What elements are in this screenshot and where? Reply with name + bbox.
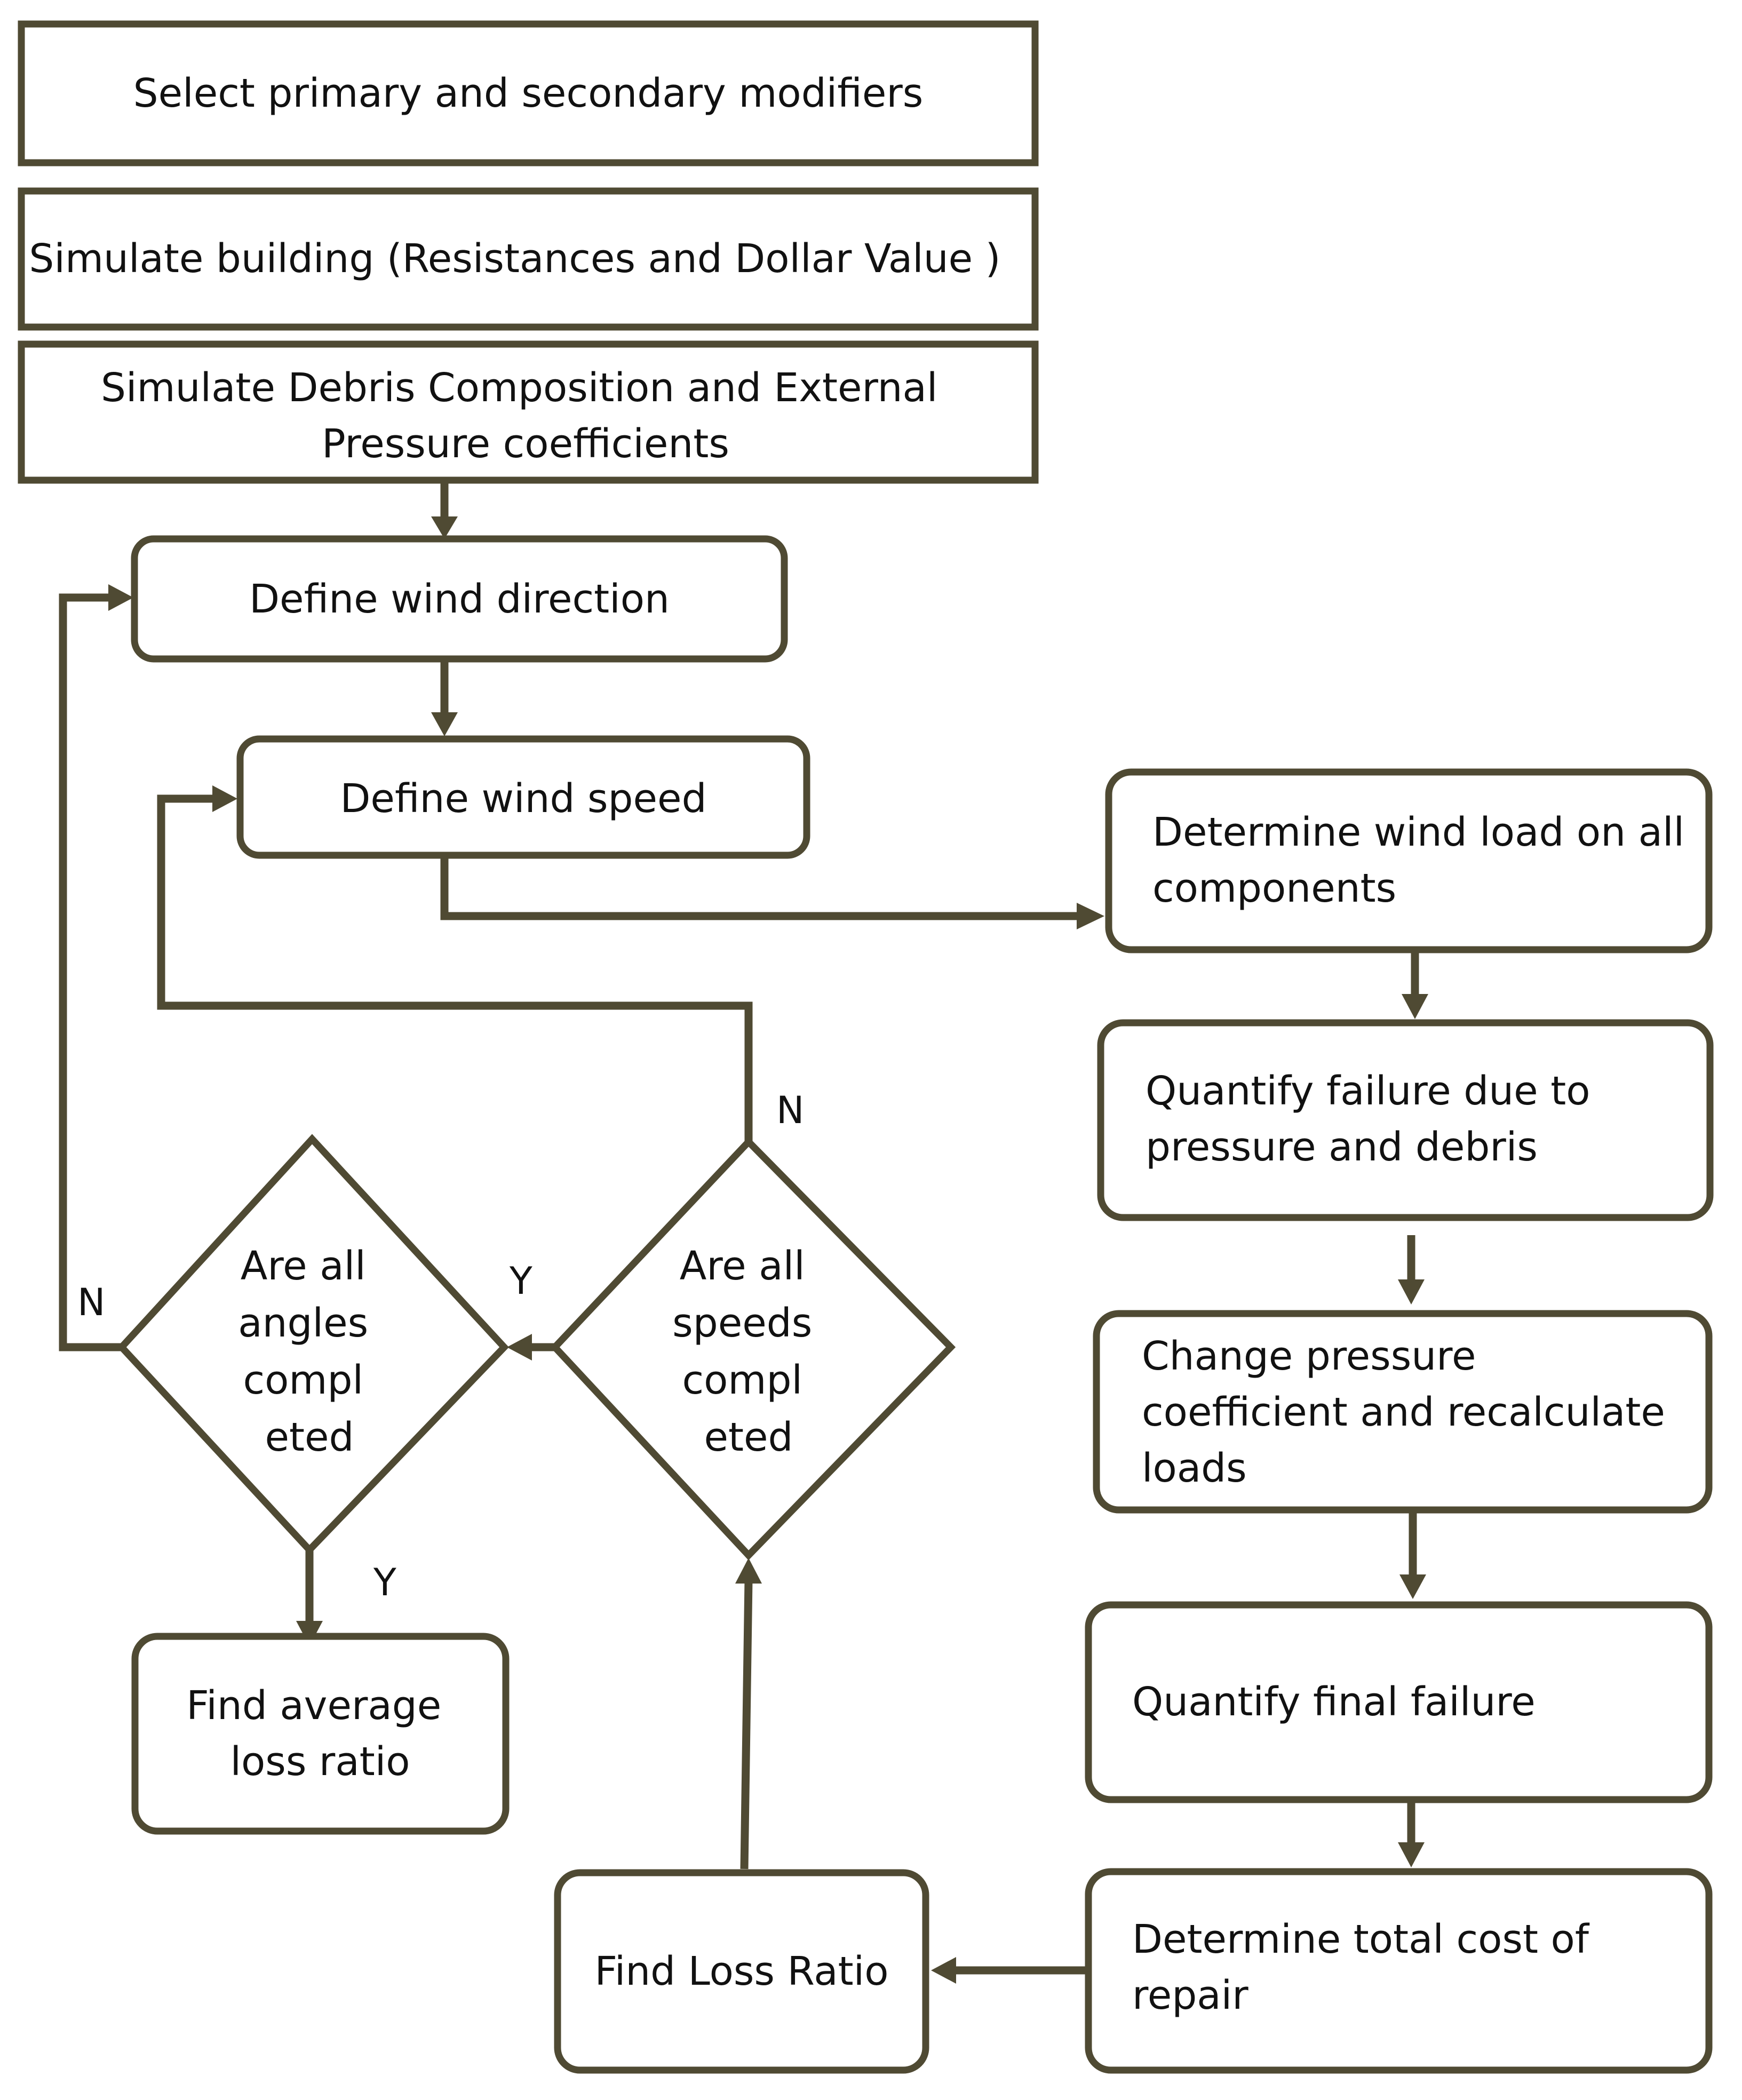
- svg-text:Select primary and secondary m: Select primary and secondary modifiers: [133, 70, 924, 116]
- connector-cost-to-lossratio: [931, 1957, 1088, 1984]
- decision-angles-line-4: eted: [265, 1414, 354, 1460]
- svg-text:Quantify final failure: Quantify final failure: [1132, 1679, 1536, 1725]
- connector-change-to-final: [1399, 1510, 1426, 1599]
- node-change-pressure: Change pressure coefficient and recalcul…: [1093, 1310, 1713, 1514]
- decision-speeds-line-4: eted: [704, 1414, 793, 1460]
- decision-angles-line-1: Are all: [241, 1243, 366, 1289]
- svg-text:Change pressure coeffici: Change pressure coefficient and recalcul…: [1142, 1333, 1677, 1491]
- node-quantify-failure: Quantify failure due to pressure and deb…: [1097, 1019, 1714, 1221]
- connector-speeds-no-loop: [157, 785, 753, 1142]
- node-define-speed-line-1: Define wind speed: [340, 776, 706, 822]
- node-select-modifiers: Select primary and secondary modifiers: [18, 20, 1039, 166]
- decision-speeds-line-3: compl: [682, 1357, 802, 1403]
- svg-text:Simulate Debris Composition an: Simulate Debris Composition and External…: [101, 365, 950, 467]
- decision-angles-line-3: compl: [243, 1357, 363, 1403]
- node-change-pressure-line-3: loads: [1142, 1445, 1247, 1491]
- node-determine-load: Determine wind load on all components: [1105, 768, 1713, 953]
- node-total-cost: Determine total cost of repair: [1085, 1868, 1713, 2074]
- decision-angles-completed: Are all angles compl eted: [117, 1134, 509, 1555]
- node-determine-load-line-1: Determine wind load on all: [1152, 809, 1684, 855]
- node-simulate-debris: Simulate Debris Composition and External…: [18, 340, 1039, 484]
- svg-text:Are all speeds com: Are all speeds compl eted: [672, 1243, 825, 1460]
- connector-speed-to-load: [440, 855, 1104, 929]
- branch-label-angles-no: N: [77, 1280, 105, 1324]
- connector-direction-to-speed: [431, 659, 458, 736]
- svg-text:Determine total cost of: Determine total cost of repair: [1132, 1916, 1601, 2018]
- node-define-speed: Define wind speed: [236, 735, 810, 859]
- branch-label-speeds-yes: Y: [509, 1259, 532, 1303]
- connector-speeds-yes-to-angles: [507, 1334, 555, 1361]
- node-simulate-building: Simulate building (Resistances and Dolla…: [18, 187, 1039, 331]
- decision-speeds-line-2: speeds: [672, 1300, 812, 1346]
- node-total-cost-line-2: repair: [1132, 1972, 1248, 2018]
- node-quantify-failure-line-1: Quantify failure due to: [1146, 1068, 1590, 1114]
- node-average-loss-line-2: loss ratio: [230, 1739, 410, 1785]
- connector-load-to-quantify: [1402, 950, 1428, 1019]
- node-total-cost-line-1: Determine total cost of: [1132, 1916, 1590, 1962]
- svg-text:Define wind speed: Define wind speed: [340, 776, 706, 822]
- node-simulate-building-line-1: Simulate building (Resistances and Dolla…: [29, 236, 1000, 282]
- node-define-direction: Define wind direction: [131, 535, 788, 663]
- branch-label-speeds-no: N: [776, 1088, 804, 1132]
- connector-angles-no-loop: [59, 584, 133, 1351]
- node-quantify-failure-line-2: pressure and debris: [1146, 1124, 1538, 1170]
- node-simulate-debris-line-1: Simulate Debris Composition and External: [101, 365, 937, 411]
- svg-text:Determine wind load on all: Determine wind load on all components: [1152, 809, 1697, 911]
- node-quantify-final: Quantify final failure: [1085, 1601, 1713, 1803]
- decision-speeds-completed: Are all speeds compl eted: [550, 1136, 956, 1561]
- node-find-loss-ratio: Find Loss Ratio: [554, 1869, 929, 2074]
- decision-speeds-line-1: Are all: [680, 1243, 805, 1289]
- node-select-modifiers-line-1: Select primary and secondary modifiers: [133, 70, 924, 116]
- node-determine-load-line-2: components: [1152, 865, 1396, 911]
- node-average-loss: Find average loss ratio: [131, 1633, 510, 1835]
- node-simulate-debris-line-2: Pressure coefficients: [322, 421, 729, 467]
- svg-text:Define wind direction: Define wind direction: [249, 576, 670, 622]
- connector-quantify-to-change: [1398, 1235, 1425, 1304]
- decision-angles-line-2: angles: [238, 1300, 368, 1346]
- connector-final-to-cost: [1398, 1800, 1425, 1867]
- node-change-pressure-line-2: coefficient and recalculate: [1142, 1389, 1665, 1435]
- svg-text:Are all angles com: Are all angles compl eted: [238, 1243, 380, 1460]
- node-define-direction-line-1: Define wind direction: [249, 576, 670, 622]
- svg-text:Simulate building (Resistances: Simulate building (Resistances and Dolla…: [29, 236, 1000, 282]
- svg-text:Quantify failure due to: Quantify failure due to pressure and deb…: [1146, 1068, 1603, 1170]
- branch-label-angles-yes: Y: [373, 1561, 396, 1604]
- node-find-loss-ratio-line-1: Find Loss Ratio: [595, 1948, 889, 1994]
- connector-angles-yes-to-average: [296, 1550, 323, 1646]
- svg-text:Find Loss Ratio: Find Loss Ratio: [595, 1948, 889, 1994]
- connector-debris-to-direction: [431, 480, 458, 539]
- node-change-pressure-line-1: Change pressure: [1142, 1333, 1476, 1379]
- connector-lossratio-to-speeds: [735, 1558, 762, 1870]
- svg-text:Find average loss ratio: Find average loss ratio: [186, 1683, 454, 1785]
- node-quantify-final-line-1: Quantify final failure: [1132, 1679, 1536, 1725]
- node-average-loss-line-1: Find average: [186, 1683, 441, 1729]
